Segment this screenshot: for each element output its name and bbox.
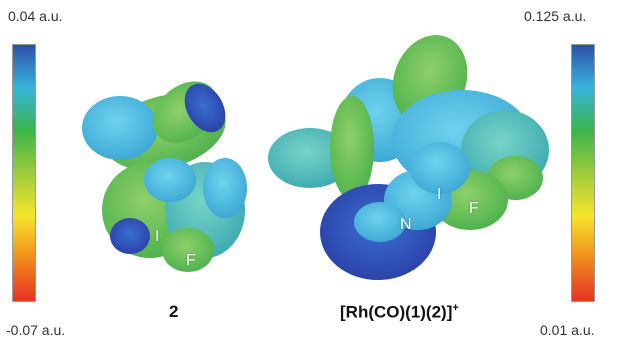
caption-left: 2 xyxy=(169,302,179,321)
left-scale-min-label: -0.07 a.u. xyxy=(6,322,66,338)
right-colorbar xyxy=(571,44,595,302)
atom-label-iodine-right: I xyxy=(437,186,442,203)
atom-label-fluorine-left: F xyxy=(186,252,196,269)
caption-right: [Rh(CO)(1)(2)]+ xyxy=(340,302,459,323)
right-scale-max-label: 0.125 a.u. xyxy=(524,8,587,24)
caption-right-charge: + xyxy=(452,302,459,314)
molecule-right-surface xyxy=(268,35,549,280)
left-scale-max-label: 0.04 a.u. xyxy=(8,8,63,24)
molecule-left-surface xyxy=(82,81,247,272)
atom-label-fluorine-right: F xyxy=(469,200,479,217)
right-scale-min-label: 0.01 a.u. xyxy=(540,322,595,338)
left-colorbar xyxy=(12,44,36,302)
atom-label-iodine-left: I xyxy=(155,228,160,245)
atom-label-nitrogen-right: N xyxy=(400,216,412,233)
caption-right-main: [Rh(CO)(1)(2)] xyxy=(340,302,453,322)
